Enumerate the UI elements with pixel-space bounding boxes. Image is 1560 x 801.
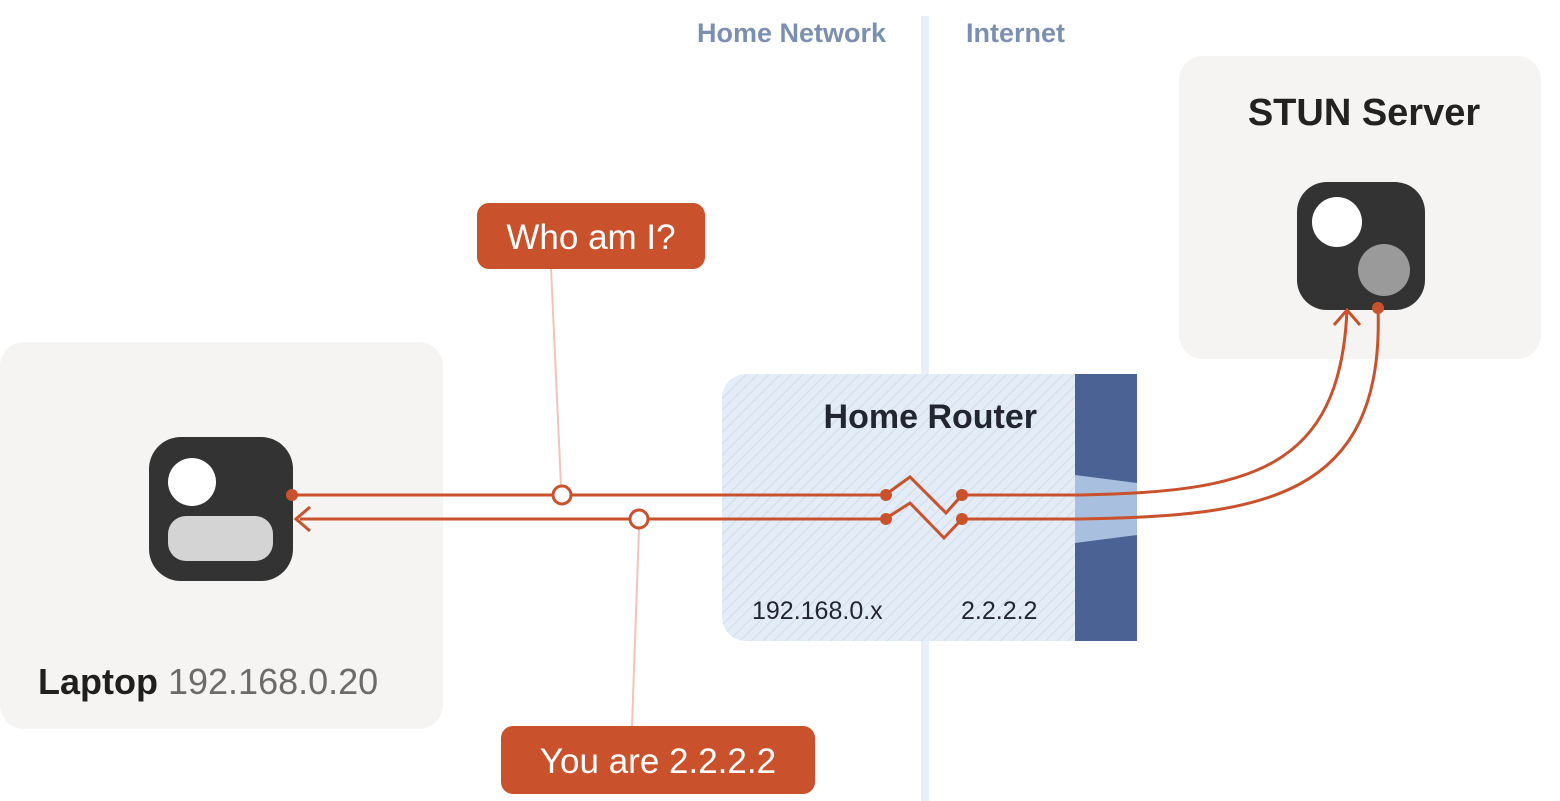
response-message: You are 2.2.2.2 (540, 742, 776, 781)
router-public-node-top (956, 489, 968, 501)
response-marker (628, 508, 650, 530)
server-response-endpoint (1372, 302, 1384, 314)
response-path (293, 307, 1380, 541)
request-marker (551, 484, 573, 506)
laptop-ip: 192.168.0.20 (168, 661, 378, 702)
router-public-node-bottom (956, 513, 968, 525)
response-bubble: You are 2.2.2.2 (501, 726, 815, 794)
stun-server-panel: STUN Server (1179, 56, 1541, 359)
request-message: Who am I? (506, 218, 675, 257)
router-port-opening (1075, 475, 1137, 543)
response-callout-line (631, 528, 640, 727)
router-private-node-top (880, 489, 892, 501)
request-arrowhead (1332, 307, 1362, 326)
internet-label: Internet (966, 18, 1065, 48)
laptop-request-endpoint (286, 489, 298, 501)
router-private-ip: 192.168.0.x (752, 597, 883, 625)
stun-server-title: STUN Server (1248, 92, 1481, 134)
router-public-ip: 2.2.2.2 (961, 597, 1037, 625)
router-private-node-bottom (880, 513, 892, 525)
request-callout-line (550, 267, 562, 487)
home-router: Home Router 192.168.0.x 2.2.2.2 (722, 374, 1137, 641)
router-title: Home Router (824, 398, 1037, 436)
response-arrowhead (293, 505, 311, 533)
request-bubble: Who am I? (477, 203, 705, 269)
server-device-icon (1297, 182, 1425, 310)
laptop-name: Laptop (38, 661, 158, 702)
home-network-label: Home Network (697, 18, 887, 48)
device-icon (149, 437, 293, 581)
request-path (292, 307, 1362, 516)
